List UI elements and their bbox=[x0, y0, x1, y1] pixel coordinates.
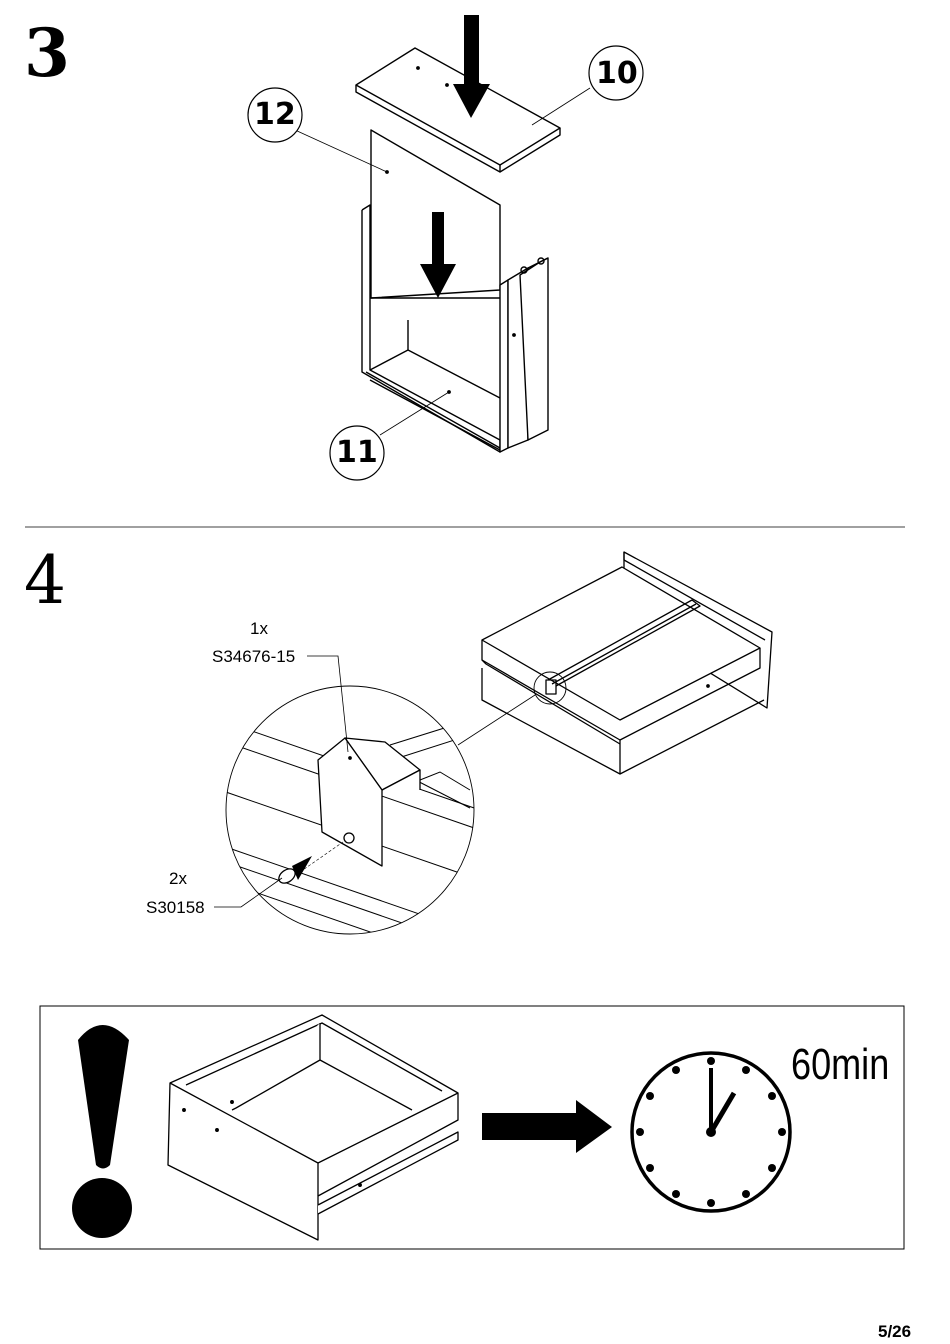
exclamation-icon bbox=[72, 1025, 132, 1238]
detail-zoom-circle bbox=[220, 686, 480, 970]
drawer-assembly bbox=[482, 552, 772, 774]
arrow-right-icon bbox=[482, 1100, 612, 1153]
bracket-quantity: 1x bbox=[250, 620, 268, 637]
bracket-code: S34676-15 bbox=[212, 648, 295, 665]
part-label-12: 12 bbox=[254, 97, 296, 132]
drawer-icon bbox=[168, 1015, 458, 1240]
page-number: 5/26 bbox=[878, 1322, 911, 1342]
screw-code: S30158 bbox=[146, 899, 205, 916]
part-label-11: 11 bbox=[336, 435, 378, 470]
screw-quantity: 2x bbox=[169, 870, 187, 887]
duration-label: 60min bbox=[791, 1043, 889, 1087]
part-label-10: 10 bbox=[596, 56, 638, 91]
step-4-number: 4 bbox=[24, 548, 66, 614]
clock-icon bbox=[632, 1053, 790, 1211]
